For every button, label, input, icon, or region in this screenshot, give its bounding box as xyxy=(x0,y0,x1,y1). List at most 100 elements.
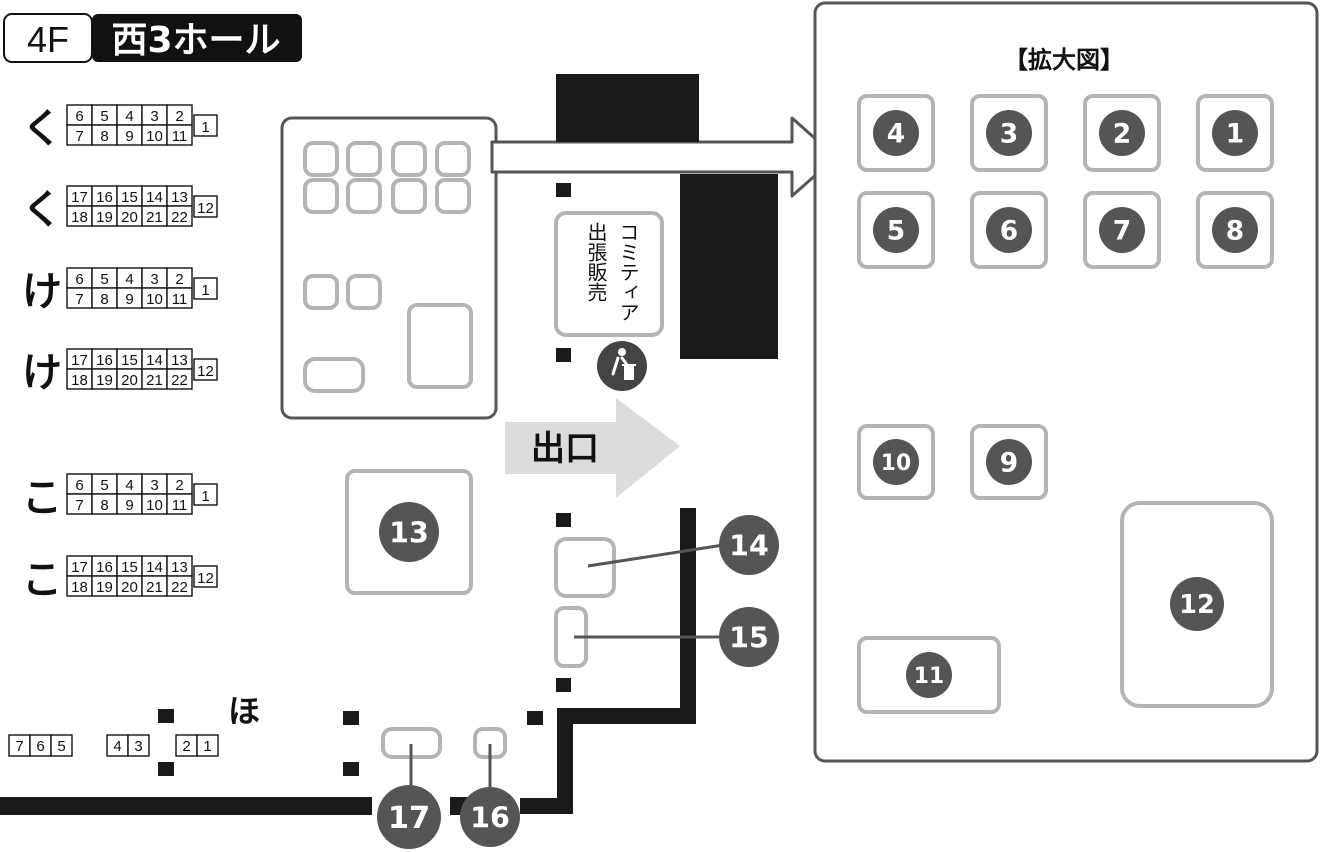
booth-number: 14 xyxy=(146,352,163,369)
booth-number: 2 xyxy=(182,738,190,755)
walls xyxy=(158,74,778,776)
floor-level: 4F xyxy=(27,19,69,60)
booth-badge: 11 xyxy=(906,652,952,698)
booth-number: 21 xyxy=(146,372,163,389)
booth-cell-end xyxy=(193,277,218,300)
hall-name: 西3ホール xyxy=(111,20,280,61)
booth-number: 20 xyxy=(121,209,138,226)
booth-cell xyxy=(127,734,150,757)
sales-booth: コミティア 出張販売 xyxy=(554,211,664,337)
booth-number: 16 xyxy=(96,189,113,206)
trash-can-icon xyxy=(597,341,647,391)
booth-badge: 7 xyxy=(1099,207,1145,253)
badge-number: 17 xyxy=(388,801,430,836)
row-label-ho: ほ xyxy=(228,692,260,730)
row-label: こ xyxy=(22,557,62,603)
booth-number: 17 xyxy=(71,352,88,369)
booth-cell-end xyxy=(193,483,218,506)
booth-number: 19 xyxy=(96,209,113,226)
booth-number: 12 xyxy=(197,363,214,380)
badge-number: 4 xyxy=(887,119,905,150)
booth-number: 15 xyxy=(121,559,138,576)
booth-number: 13 xyxy=(171,189,188,206)
wall-line xyxy=(520,508,696,814)
booth-number: 4 xyxy=(125,477,133,494)
badge-number: 12 xyxy=(1179,590,1215,620)
booth-number: 14 xyxy=(146,559,163,576)
booth-number: 7 xyxy=(75,497,83,514)
booth-number: 2 xyxy=(175,271,183,288)
badge-number: 5 xyxy=(887,216,905,247)
booth-cell-end xyxy=(193,114,218,137)
booth-cell xyxy=(166,493,193,515)
booth-number: 18 xyxy=(71,372,88,389)
booth-number: 6 xyxy=(75,108,83,125)
booth-badge: 6 xyxy=(986,207,1032,253)
booth-number: 5 xyxy=(100,108,108,125)
badge-number: 6 xyxy=(1000,216,1018,247)
booth-badge: 1 xyxy=(1212,110,1258,156)
booth-number: 2 xyxy=(175,108,183,125)
booth-badge: 4 xyxy=(873,110,919,156)
row-label: こ xyxy=(22,475,62,521)
booth-badge: 13 xyxy=(379,502,439,562)
booth-number: 4 xyxy=(113,738,121,755)
booth-badge: 15 xyxy=(719,607,779,667)
booth-number: 7 xyxy=(15,738,23,755)
booth-number: 17 xyxy=(71,559,88,576)
booth-number: 22 xyxy=(171,209,188,226)
badge-number: 11 xyxy=(914,664,944,689)
booth-cell-end xyxy=(193,358,218,381)
booth-number: 5 xyxy=(57,738,65,755)
booth-cell xyxy=(166,205,193,227)
booth-number: 7 xyxy=(75,291,83,308)
booth-number: 10 xyxy=(146,497,163,514)
booth-number: 9 xyxy=(125,497,133,514)
booth-number: 19 xyxy=(96,372,113,389)
booth-cell xyxy=(166,368,193,390)
booth-number: 6 xyxy=(75,477,83,494)
badge-number: 15 xyxy=(729,621,769,654)
booth-number: 16 xyxy=(96,559,113,576)
booth-cell-end xyxy=(193,195,218,218)
booth-number: 22 xyxy=(171,579,188,596)
booth-number: 9 xyxy=(125,128,133,145)
booth-number: 12 xyxy=(197,200,214,217)
booth-cell xyxy=(166,124,193,146)
booth-number: 8 xyxy=(100,497,108,514)
overview-box xyxy=(280,116,498,420)
booth-number: 18 xyxy=(71,209,88,226)
booth-number: 12 xyxy=(197,570,214,587)
floor-header: 4F 西3ホール xyxy=(3,13,302,63)
badge-number: 1 xyxy=(1226,119,1244,150)
booth-number: 20 xyxy=(121,579,138,596)
booth-number: 1 xyxy=(201,488,209,505)
booth-number: 11 xyxy=(172,291,188,308)
booth-cell xyxy=(166,287,193,309)
booth-number: 13 xyxy=(171,559,188,576)
booth-number: 10 xyxy=(146,291,163,308)
booth-badge: 3 xyxy=(986,110,1032,156)
booth-number: 15 xyxy=(121,189,138,206)
row-label: け xyxy=(22,350,62,396)
booth-number: 3 xyxy=(150,108,158,125)
booth-badge: 17 xyxy=(377,785,441,849)
badge-number: 14 xyxy=(729,529,769,562)
booth-cell xyxy=(166,575,193,597)
booth-number: 21 xyxy=(146,579,163,596)
row-label: く xyxy=(22,187,62,233)
booth-number: 4 xyxy=(125,271,133,288)
badge-number: 8 xyxy=(1226,216,1244,247)
sales-booth-line1: コミティア xyxy=(616,222,640,322)
badge-number: 10 xyxy=(881,451,911,476)
booth-number: 14 xyxy=(146,189,163,206)
booth-number: 3 xyxy=(134,738,142,755)
booth-number: 13 xyxy=(171,352,188,369)
badge-number: 16 xyxy=(470,801,510,834)
row-label: く xyxy=(22,106,62,152)
